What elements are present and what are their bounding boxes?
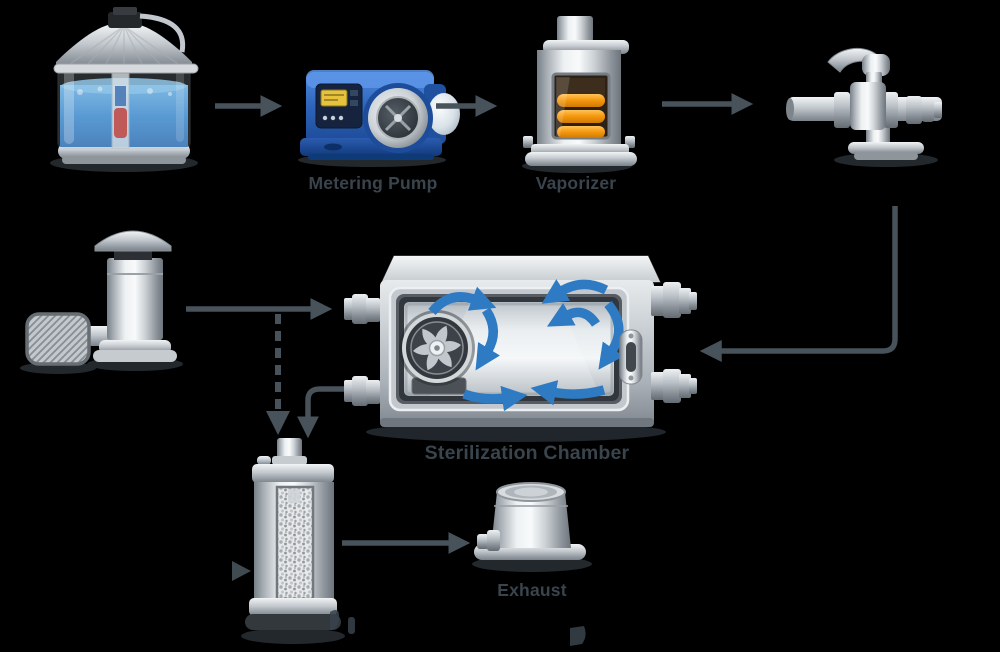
chamber-door-handle-icon [619,329,643,385]
vaporizer-label: Vaporizer [535,173,617,193]
artifact-marks [330,610,586,646]
circulation-fan-icon [399,310,475,386]
liquid-tank-icon [50,7,199,172]
sterilization-chamber-icon [344,255,697,442]
chamber-ports-icon [344,282,697,406]
metering-pump-label: Metering Pump [308,173,438,193]
air-inlet-filter-icon [20,230,183,374]
exhaust-icon [472,482,592,572]
chamber-drain-arrow-icon [297,386,349,439]
catalytic-filter-icon [241,438,345,644]
sterilization-chamber-label: Sterilization Chamber [424,442,630,464]
vaporizer-icon [522,16,637,173]
exhaust-label: Exhaust [497,580,567,600]
circulation-arrows-icon [428,279,624,412]
stray-arrowhead-icon [232,561,251,581]
pipe-valve-to-chamber-icon [699,206,898,362]
injection-valve-icon [786,47,942,167]
metering-pump-icon [298,70,460,167]
